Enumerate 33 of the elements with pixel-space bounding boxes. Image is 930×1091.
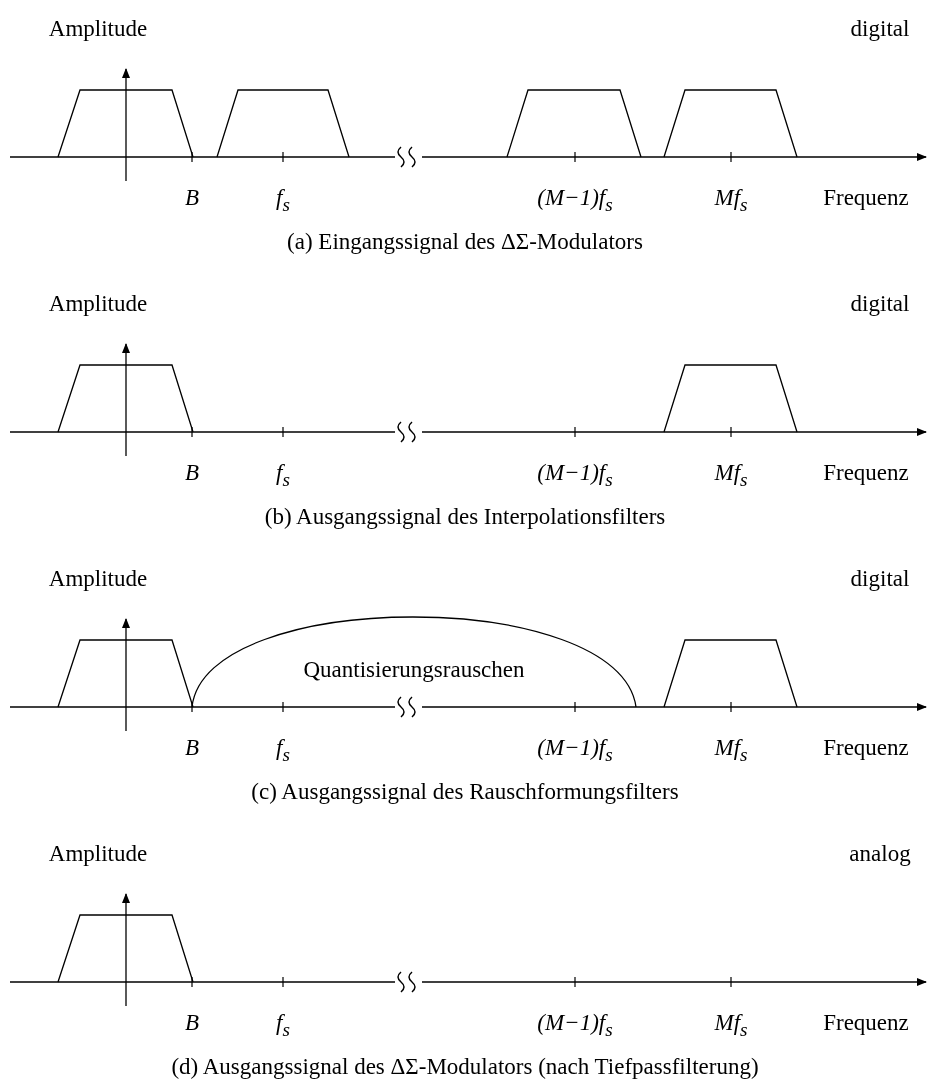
plot-caption: (b) Ausgangssignal des Interpolationsfilters (264, 504, 666, 530)
tick-label: f$_{s}$ (276, 735, 290, 765)
axis-title: Amplitude (48, 291, 148, 317)
signal-type-label: digital (850, 16, 910, 42)
tick-label: f$_{s}$ (276, 1010, 290, 1040)
tick-label: B (184, 1010, 200, 1036)
axis-title: Frequenz (823, 735, 909, 761)
axis-title: Amplitude (48, 16, 148, 42)
axis-title: Amplitude (48, 566, 148, 592)
plot-caption: (d) Ausgangssignal des ΔΣ-Modulators (nach Tiefpassfilterung) (171, 1054, 759, 1080)
noise-label: Quantisierungsrauschen (303, 657, 525, 683)
tick-label: (M−1)f$_{s}$ (537, 460, 613, 490)
tick-label: Mf$_{s}$ (714, 1010, 748, 1040)
plot-caption: (c) Ausgangssignal des Rauschformungsfilters (251, 779, 679, 805)
tick-label: B (184, 460, 200, 486)
axis-title: Frequenz (823, 1010, 909, 1036)
tick-label: Mf$_{s}$ (714, 735, 748, 765)
axis-title: Amplitude (48, 841, 148, 867)
axis-title: Frequenz (823, 460, 909, 486)
axis-title: Frequenz (823, 185, 909, 211)
tick-label: Mf$_{s}$ (714, 460, 748, 490)
tick-label: B (184, 185, 200, 211)
tick-label: (M−1)f$_{s}$ (537, 1010, 613, 1040)
signal-type-label: digital (850, 566, 910, 592)
tick-label: (M−1)f$_{s}$ (537, 735, 613, 765)
signal-type-label: digital (850, 291, 910, 317)
tick-label: B (184, 735, 200, 761)
signal-type-label: analog (849, 841, 911, 867)
plot-caption: (a) Eingangssignal des ΔΣ-Modulators (287, 229, 643, 255)
tick-label: f$_{s}$ (276, 460, 290, 490)
tick-label: Mf$_{s}$ (714, 185, 748, 215)
tick-label: (M−1)f$_{s}$ (537, 185, 613, 215)
tick-label: f$_{s}$ (276, 185, 290, 215)
